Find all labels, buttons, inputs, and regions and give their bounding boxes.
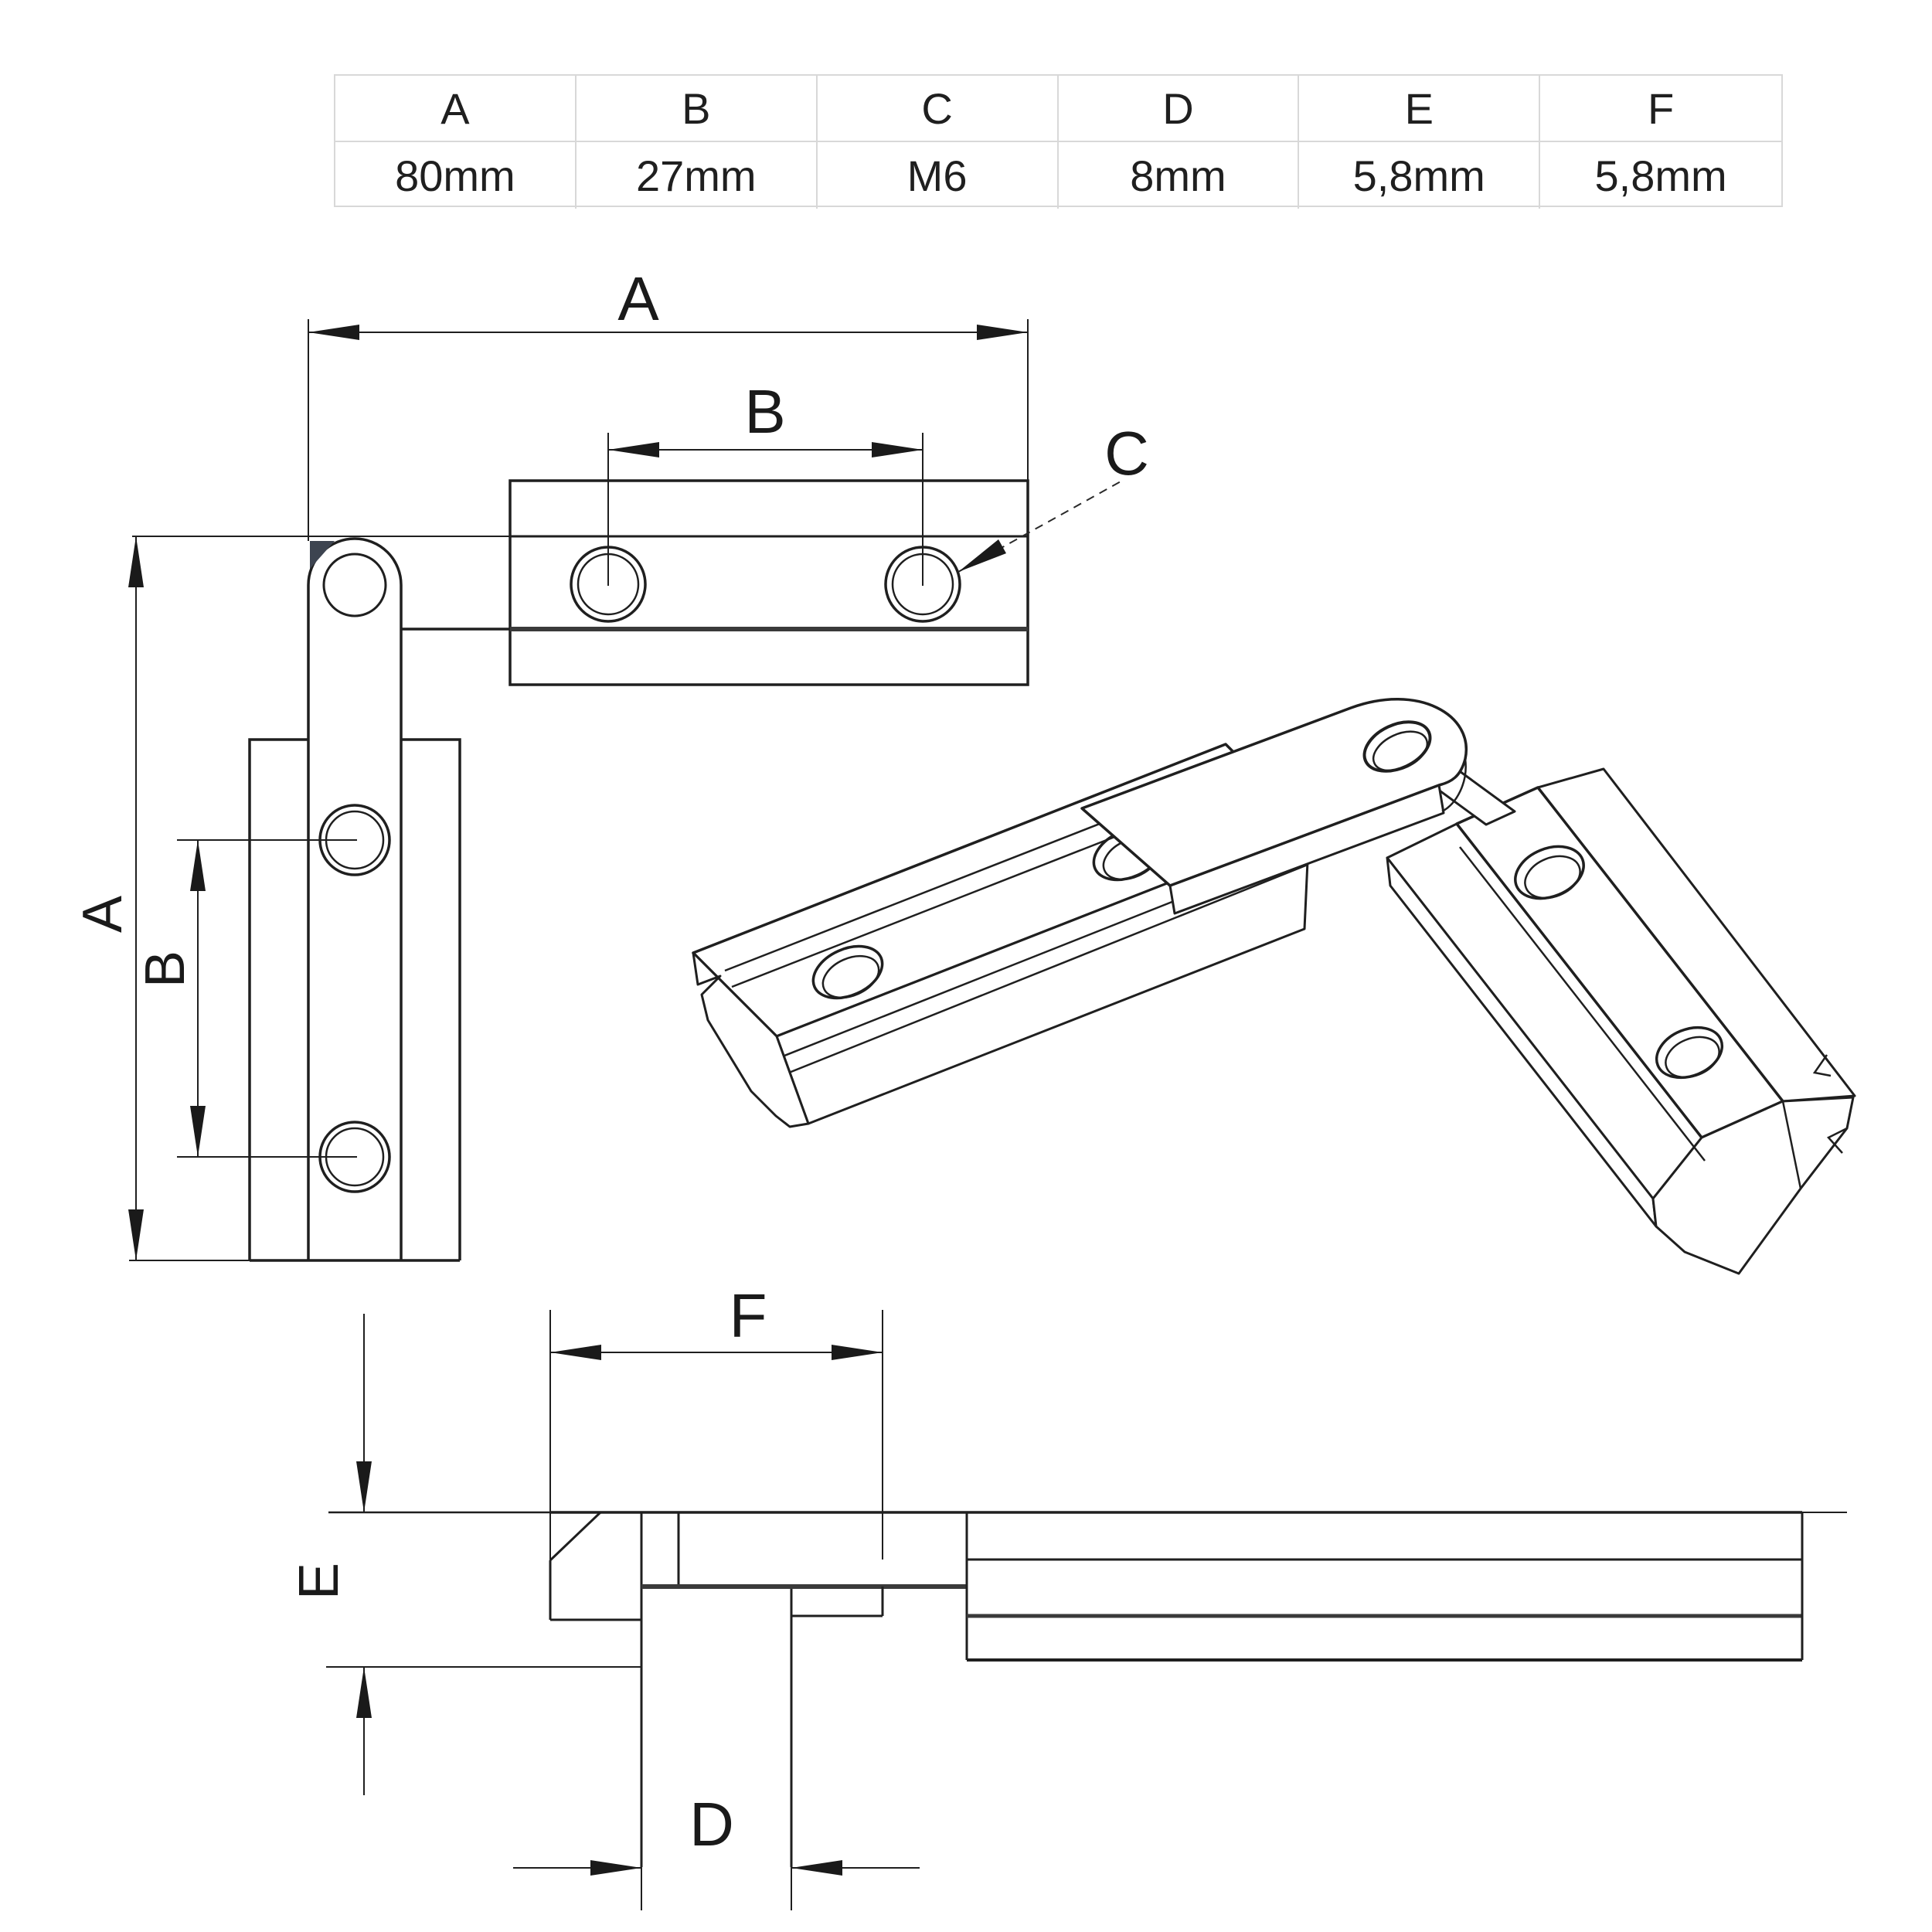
table-value-c: M6	[818, 142, 1059, 209]
label-c: C	[1104, 419, 1149, 488]
chamfer-edge	[549, 1511, 602, 1562]
top-view: A B C	[132, 264, 1149, 1260]
arrowhead-down	[356, 1461, 372, 1512]
dimension-b-top: B	[608, 377, 923, 457]
leader-arrowhead	[958, 539, 1006, 572]
dimension-e: E	[288, 1314, 641, 1795]
chamfer-shade	[310, 541, 335, 569]
iso-bar-2	[1386, 767, 1856, 1275]
bar2-hole-2-inner	[1665, 1036, 1720, 1079]
arrowhead-bottom	[128, 1209, 144, 1260]
bar2-plate-thickness-edge	[1459, 846, 1706, 1162]
label-a-top: A	[617, 264, 659, 333]
bar2-end-crease	[1781, 1100, 1802, 1189]
arrowhead-right	[832, 1345, 883, 1360]
callout-c: C	[957, 419, 1149, 573]
arrowhead-top	[128, 536, 144, 587]
isometric-view	[692, 698, 1856, 1275]
label-f: F	[730, 1281, 767, 1350]
side-view: A B	[72, 536, 461, 1262]
table-header-e: E	[1299, 76, 1541, 142]
iso-link-plate	[1080, 698, 1516, 915]
arrowhead-left	[608, 442, 659, 457]
arrowhead-left	[550, 1345, 601, 1360]
section-view: F E D	[288, 1281, 1847, 1910]
table-value-d: 8mm	[1059, 142, 1300, 209]
arrowhead-top	[190, 840, 206, 891]
table-header-c: C	[817, 76, 1059, 142]
label-a-side: A	[72, 896, 134, 933]
link-cap-rim	[1441, 758, 1467, 813]
bar2-end-face	[1651, 1096, 1855, 1275]
bar2-hole-1-inner	[1524, 855, 1581, 900]
right-rail-outline	[402, 738, 461, 1260]
dimension-f: F	[549, 1281, 883, 1560]
arrowhead-right	[977, 325, 1028, 340]
arrowhead-right	[872, 442, 923, 457]
arrowhead-left	[791, 1860, 842, 1876]
link-pivot-hole-inner	[1372, 730, 1429, 772]
table-header-f: F	[1540, 76, 1781, 142]
dimension-table: A B C D E F 80mm 27mm M6 8mm 5,8mm 5,8mm	[334, 74, 1783, 209]
bar1-hole-1-inner	[821, 954, 880, 999]
dimension-b-side: B	[134, 840, 206, 1157]
top-view-bar-outline	[509, 479, 1029, 686]
link-top-face	[1080, 698, 1468, 887]
arrowhead-bottom	[190, 1106, 206, 1157]
label-e: E	[288, 1563, 350, 1600]
bar2-groove-notch	[1812, 1054, 1832, 1077]
dimension-d: D	[513, 1790, 920, 1910]
left-rail-outline	[248, 738, 308, 1260]
arrowhead-left	[308, 325, 359, 340]
table-header-d: D	[1058, 76, 1300, 142]
table-value-b: 27mm	[577, 142, 818, 209]
arrowhead-up	[356, 1667, 372, 1718]
bar2-end-notch	[1826, 1127, 1848, 1154]
bar1-side-step-line-2	[784, 863, 1308, 1076]
label-b-side: B	[134, 951, 196, 988]
table-value-e: 5,8mm	[1299, 142, 1541, 209]
pivot-hole	[322, 553, 387, 617]
table-value-a: 80mm	[335, 142, 577, 209]
dimension-a-top: A	[308, 264, 1029, 541]
table-header-a: A	[335, 76, 577, 142]
label-b-top: B	[744, 377, 785, 446]
arrowhead-right	[590, 1860, 641, 1876]
bar1-end-face	[692, 951, 810, 1128]
dimension-a-side: A	[72, 536, 144, 1260]
table-value-f: 5,8mm	[1594, 151, 1727, 200]
label-d: D	[689, 1790, 734, 1859]
table-header-b: B	[576, 76, 818, 142]
